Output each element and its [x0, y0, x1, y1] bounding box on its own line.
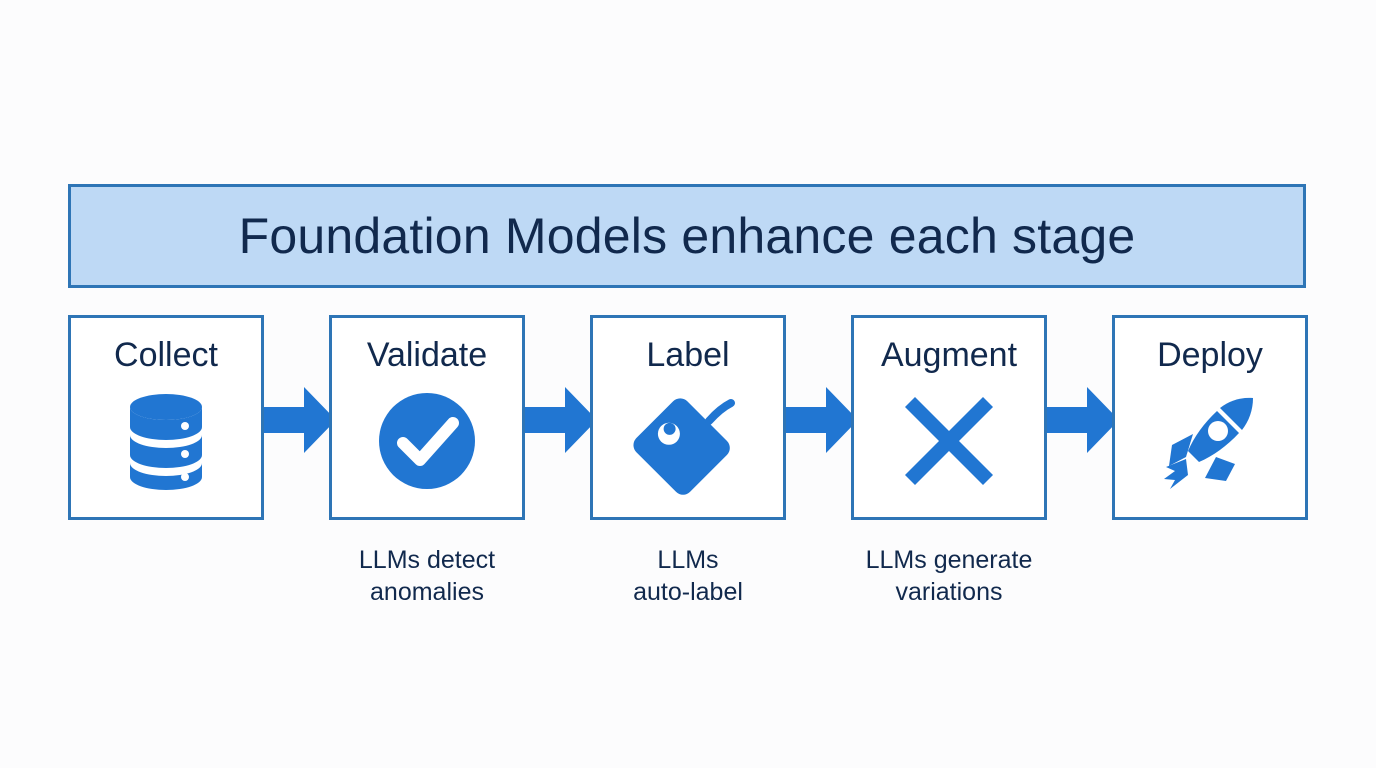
- banner-foundation-models: Foundation Models enhance each stage: [68, 184, 1306, 288]
- stage-label-augment: Augment: [880, 336, 1018, 374]
- banner-title: Foundation Models enhance each stage: [238, 208, 1136, 264]
- check-circle-icon: [372, 386, 482, 496]
- cross-x-icon: [894, 386, 1004, 496]
- database-icon: [111, 386, 221, 496]
- caption-validate: LLMs detect anomalies: [312, 544, 542, 608]
- stage-box-collect[interactable]: Collect: [68, 315, 264, 520]
- stage-box-deploy[interactable]: Deploy: [1112, 315, 1308, 520]
- stage-box-augment[interactable]: Augment: [851, 315, 1047, 520]
- caption-label: LLMs auto-label: [573, 544, 803, 608]
- caption-label-line2: auto-label: [633, 578, 743, 606]
- stage-label-label: Label: [646, 336, 730, 374]
- caption-label-line1: LLMs: [657, 546, 719, 574]
- arrow-augment-to-deploy: [1047, 387, 1119, 453]
- caption-validate-line1: LLMs detect: [358, 546, 496, 574]
- arrow-collect-to-validate: [264, 387, 336, 453]
- stage-box-validate[interactable]: Validate: [329, 315, 525, 520]
- stage-box-label[interactable]: Label: [590, 315, 786, 520]
- caption-validate-line2: anomalies: [370, 578, 484, 606]
- arrow-validate-to-label: [525, 387, 597, 453]
- stage-label-validate: Validate: [366, 336, 488, 374]
- arrow-label-to-augment: [786, 387, 858, 453]
- caption-augment-line1: LLMs generate: [865, 546, 1033, 574]
- stage-label-collect: Collect: [114, 336, 218, 374]
- pipeline-stage-row: Collect Validate: [68, 315, 1308, 520]
- caption-augment: LLMs generate variations: [834, 544, 1064, 608]
- tag-icon: [633, 386, 743, 496]
- stage-label-deploy: Deploy: [1157, 336, 1263, 374]
- caption-augment-line2: variations: [895, 578, 1003, 606]
- rocket-icon: [1155, 386, 1265, 496]
